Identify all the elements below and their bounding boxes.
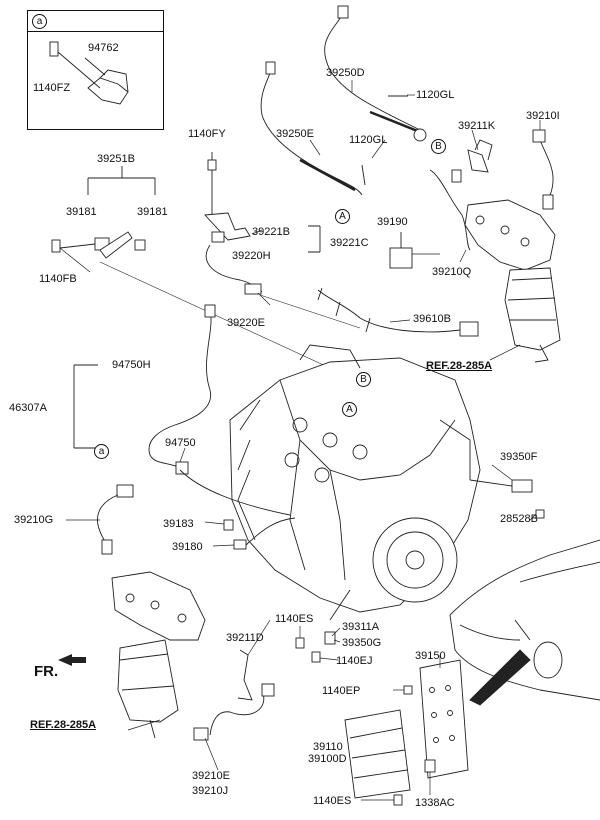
- part-label-39610B: 39610B: [413, 313, 451, 325]
- front-direction-label: FR.: [34, 663, 59, 680]
- engine-block: [229, 344, 481, 613]
- catalytic-converter-left: [111, 571, 206, 739]
- part-label-39180: 39180: [172, 541, 203, 553]
- sensor-39210G: [97, 484, 134, 555]
- part-label-39220E: 39220E: [227, 317, 265, 329]
- part-label-39100D: 39100D: [308, 753, 347, 765]
- harness-94750H: [73, 304, 291, 516]
- sensor-39220H: [204, 152, 361, 329]
- part-label-39220H: 39220H: [232, 250, 271, 262]
- reference-label-top: REF.28-285A: [426, 360, 493, 372]
- part-label-46307A: 46307A: [9, 402, 47, 414]
- part-label-39350G: 39350G: [342, 637, 382, 649]
- catalytic-converter-right: [429, 169, 561, 363]
- part-label-39110: 39110: [313, 741, 343, 753]
- part-label-1140FZ: 1140FZ: [33, 82, 71, 94]
- part-label-39150: 39150: [415, 650, 446, 662]
- sensor-39210I: [467, 129, 554, 210]
- relay-39190: [389, 232, 413, 269]
- sensor-wire-39250E: [260, 61, 366, 196]
- part-label-94750: 94750: [165, 437, 196, 449]
- part-label-39250D: 39250D: [326, 67, 365, 79]
- callout-A-engine: A: [342, 402, 357, 417]
- part-label-39251B: 39251B: [97, 153, 135, 165]
- part-label-1140EJ: 1140EJ: [336, 655, 373, 667]
- part-label-1140EP: 1140EP: [322, 685, 361, 697]
- bracket-39251B: [51, 166, 331, 369]
- sensor-wire-39250D: [324, 5, 427, 142]
- vehicle-outline: [449, 539, 600, 706]
- part-label-1338AC: 1338AC: [415, 797, 455, 809]
- part-label-94750H: 94750H: [112, 359, 151, 371]
- part-label-39250E: 39250E: [276, 128, 314, 140]
- harness-39610B: [317, 287, 479, 337]
- leader-lines: [59, 80, 541, 801]
- part-label-39210E: 39210E: [192, 770, 230, 782]
- part-label-39221B: 39221B: [252, 226, 290, 238]
- part-label-1140FY: 1140FY: [188, 128, 226, 140]
- part-label-1140ES-lower: 1140ES: [313, 795, 352, 807]
- part-label-39183: 39183: [163, 518, 194, 530]
- part-label-39181-left: 39181: [66, 206, 97, 218]
- part-label-39210J: 39210J: [192, 785, 229, 797]
- inset-header: [28, 11, 163, 32]
- part-label-39210G: 39210G: [14, 514, 54, 526]
- bolts-lower: [295, 589, 351, 663]
- part-label-1140ES-upper: 1140ES: [275, 613, 314, 625]
- part-label-39211D: 39211D: [226, 632, 264, 644]
- sensor-39210E: [193, 649, 275, 741]
- part-label-39210I: 39210I: [526, 110, 560, 122]
- part-label-39181-right: 39181: [137, 206, 168, 218]
- part-label-39190: 39190: [377, 216, 408, 228]
- front-arrow-icon: [58, 654, 86, 666]
- part-label-39311A: 39311A: [342, 621, 380, 633]
- reference-label-bottom: REF.28-285A: [30, 719, 97, 731]
- callout-a: a: [94, 444, 109, 459]
- callout-B-top: B: [431, 139, 446, 154]
- part-label-39221C: 39221C: [330, 237, 369, 249]
- callout-A-top: A: [335, 209, 350, 224]
- part-label-39211K: 39211K: [458, 120, 496, 132]
- part-label-1140FB: 1140FB: [39, 273, 77, 285]
- sensor-39350F: [469, 479, 545, 519]
- part-label-1120GL-a: 1120GL: [416, 89, 455, 101]
- part-label-28528B: 28528B: [500, 513, 538, 525]
- callout-B-engine: B: [356, 372, 371, 387]
- ecu-39110: [344, 659, 469, 806]
- part-label-94762: 94762: [88, 42, 119, 54]
- inset-detail-a: [27, 10, 164, 130]
- sensor-39180: [223, 517, 296, 550]
- inset-marker-a: a: [32, 14, 47, 29]
- part-label-39210Q: 39210Q: [432, 266, 472, 278]
- part-label-39350F: 39350F: [500, 451, 538, 463]
- part-label-1120GL-b: 1120GL: [349, 134, 388, 146]
- inset-bracket-drawing: [49, 41, 129, 105]
